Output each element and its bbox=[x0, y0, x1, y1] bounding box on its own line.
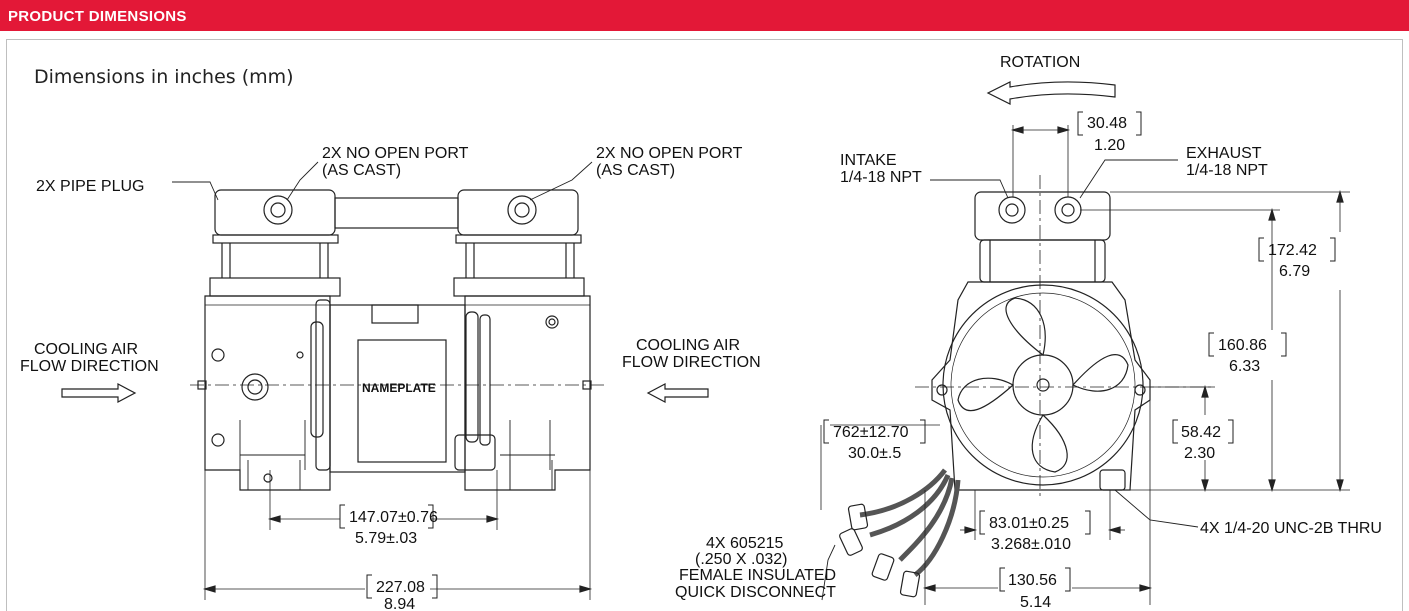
page-title: PRODUCT DIMENSIONS bbox=[8, 8, 187, 25]
no-open-port-icon bbox=[507, 195, 537, 225]
cooling-air-arrow-icon bbox=[61, 383, 137, 403]
dim-port-in: 1.20 bbox=[1094, 137, 1125, 154]
fan-hub bbox=[1012, 354, 1074, 416]
nameplate bbox=[357, 339, 447, 463]
intake-port-icon bbox=[998, 196, 1026, 224]
cooling-air-arrow-icon bbox=[646, 383, 709, 403]
mount-hole bbox=[211, 433, 225, 447]
no-open-port-label: 2X NO OPEN PORT bbox=[322, 145, 469, 162]
thru-holes-label: 4X 1/4-20 UNC-2B THRU bbox=[1200, 520, 1382, 537]
exhaust-spec: 1/4-18 NPT bbox=[1186, 162, 1268, 179]
dim-length-in: 8.94 bbox=[384, 596, 415, 611]
cooling-air-label: COOLING AIR bbox=[636, 337, 740, 354]
dim-mount-in: 5.79±.03 bbox=[355, 530, 417, 547]
pipe-plug-label: 2X PIPE PLUG bbox=[36, 178, 145, 195]
dim-holes-in: 3.268±.010 bbox=[991, 536, 1071, 553]
side-head bbox=[974, 191, 1111, 241]
dim-width-mm: 130.56 bbox=[1008, 572, 1057, 589]
fan-blade bbox=[1031, 414, 1068, 473]
rotation-label: ROTATION bbox=[1000, 54, 1080, 71]
units-note: Dimensions in inches (mm) bbox=[34, 66, 294, 88]
dim-total-h-mm: 172.42 bbox=[1268, 242, 1317, 259]
header-bar: PRODUCT DIMENSIONS bbox=[0, 0, 1409, 31]
intake-label: INTAKE bbox=[840, 152, 897, 169]
intake-spec: 1/4-18 NPT bbox=[840, 169, 922, 186]
labels: 2X PIPE PLUG 2X NO OPEN PORT (AS CAST) 2… bbox=[20, 54, 1382, 611]
head-crossover bbox=[334, 197, 459, 229]
mount-hole bbox=[211, 348, 225, 362]
dim-axis-mm: 58.42 bbox=[1181, 424, 1221, 441]
dim-lead-mm: 762±12.70 bbox=[833, 424, 909, 441]
connector-label: 4X 605215 bbox=[706, 535, 784, 552]
dim-holes-mm: 83.01±0.25 bbox=[989, 515, 1069, 532]
dim-port-h-mm: 160.86 bbox=[1218, 337, 1267, 354]
dim-port-h-in: 6.33 bbox=[1229, 358, 1260, 375]
dim-total-h-in: 6.79 bbox=[1279, 263, 1310, 280]
nameplate-label: NAMEPLATE bbox=[362, 381, 436, 395]
cooling-air-label: FLOW DIRECTION bbox=[20, 358, 159, 375]
dim-length-mm: 227.08 bbox=[376, 579, 425, 596]
no-open-port-sub: (AS CAST) bbox=[322, 162, 401, 179]
front-view bbox=[61, 161, 709, 600]
rotation-arrow-icon bbox=[986, 81, 1116, 105]
lead-wire bbox=[859, 468, 947, 518]
dim-width-in: 5.14 bbox=[1020, 594, 1051, 611]
cooling-air-label: FLOW DIRECTION bbox=[622, 354, 761, 371]
fan-blade bbox=[957, 377, 1015, 412]
connector-label: (.250 X .032) bbox=[695, 551, 788, 568]
connector-label: QUICK DISCONNECT bbox=[675, 584, 836, 601]
fan-blade bbox=[1072, 354, 1129, 392]
no-open-port-sub: (AS CAST) bbox=[596, 162, 675, 179]
quick-disconnect-icon bbox=[847, 503, 869, 531]
dim-mount-mm: 147.07±0.76 bbox=[349, 509, 438, 526]
dim-axis-in: 2.30 bbox=[1184, 445, 1215, 462]
drawing-frame bbox=[6, 39, 1403, 611]
no-open-port-icon bbox=[263, 195, 293, 225]
dim-lead-in: 30.0±.5 bbox=[848, 445, 901, 462]
exhaust-label: EXHAUST bbox=[1186, 145, 1262, 162]
connector-label: FEMALE INSULATED bbox=[679, 567, 836, 584]
no-open-port-label: 2X NO OPEN PORT bbox=[596, 145, 743, 162]
exhaust-port-icon bbox=[1054, 196, 1082, 224]
dim-brackets bbox=[339, 111, 1336, 599]
side-view bbox=[820, 81, 1350, 605]
fan-guard bbox=[942, 284, 1144, 486]
cooling-air-label: COOLING AIR bbox=[34, 341, 138, 358]
right-end-cap bbox=[464, 295, 591, 491]
dim-port-mm: 30.48 bbox=[1087, 115, 1127, 132]
pipe-plug-port bbox=[241, 373, 269, 401]
fan-blade bbox=[1005, 297, 1046, 357]
